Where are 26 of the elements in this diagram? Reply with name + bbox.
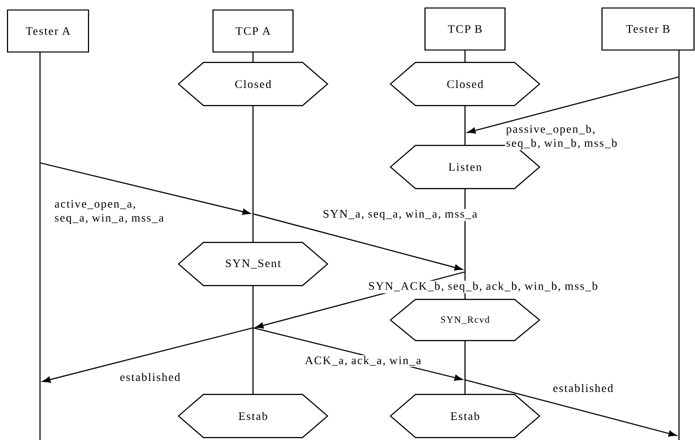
state-hexagon: Estab xyxy=(390,394,540,438)
edge-label: SYN_ACK_b, seq_b, ack_b, win_b, mss_b xyxy=(367,280,599,294)
participant-box: TCP A xyxy=(212,9,294,53)
edge-label: passive_open_b, seq_b, win_b, mss_b xyxy=(505,124,625,150)
message-arrow xyxy=(40,162,251,215)
lifeline xyxy=(464,340,466,395)
participant-box: TCP B xyxy=(424,7,506,51)
edge-label: active_open_a, seq_a, win_a, mss_a xyxy=(54,198,170,226)
participant-box: Tester A xyxy=(6,9,90,53)
edge-label: established xyxy=(118,372,182,382)
message-arrow xyxy=(465,379,677,437)
state-hexagon: Closed xyxy=(178,62,328,106)
message-arrow xyxy=(467,76,679,134)
edge-label: SYN_a, seq_a, win_a, mss_a xyxy=(322,208,478,222)
lifeline xyxy=(464,105,466,146)
state-hexagon: SYN_Rcvd xyxy=(390,298,540,342)
message-arrow xyxy=(253,213,463,271)
edge-label: established xyxy=(552,382,614,394)
state-hexagon: SYN_Sent xyxy=(178,242,328,286)
state-hexagon: Closed xyxy=(390,62,540,106)
message-arrow xyxy=(42,327,253,383)
lifeline xyxy=(464,50,466,62)
lifeline xyxy=(252,52,254,62)
participant-box: Tester B xyxy=(601,7,695,51)
state-hexagon: Estab xyxy=(178,394,328,438)
edge-label: ACK_a, ack_a, win_a xyxy=(304,355,422,367)
